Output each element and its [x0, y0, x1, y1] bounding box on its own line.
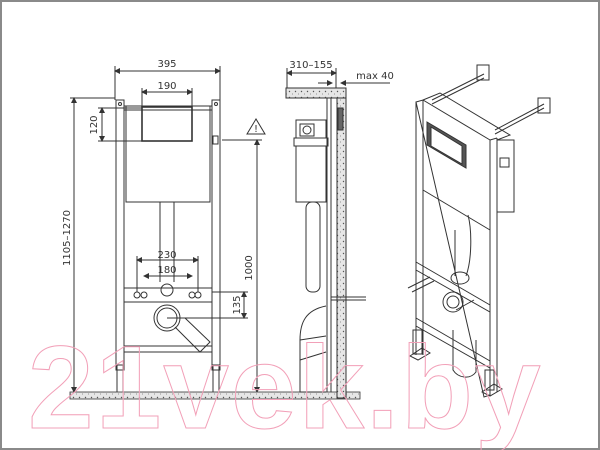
dim-depth: 310–155 [289, 60, 332, 71]
dim-total-height: 1105–1270 [62, 210, 73, 266]
side-section-view [285, 68, 390, 399]
dim-flush-plate-width: 190 [157, 81, 176, 92]
front-view [70, 66, 266, 394]
dim-overall-width: 395 [157, 59, 176, 70]
floor-slab [69, 391, 361, 400]
dim-max-wall-gap: max 40 [356, 71, 394, 82]
watermark: 21vek.by [28, 322, 543, 450]
dim-outlet-height: 1000 [244, 255, 255, 280]
dim-drain-offset: 135 [232, 295, 243, 314]
dim-flush-plate-height: 120 [89, 115, 100, 134]
warning-icon: ! [254, 124, 258, 135]
isometric-view [407, 64, 551, 398]
dim-fixing-outer: 230 [157, 250, 176, 261]
dim-fixing-inner: 180 [157, 265, 176, 276]
